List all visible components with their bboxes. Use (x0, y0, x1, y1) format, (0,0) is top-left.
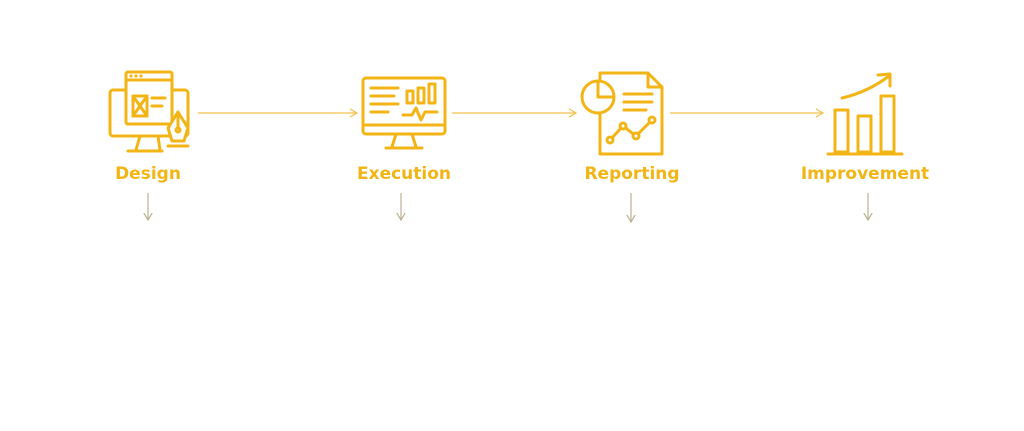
step-label-execution: Execution (356, 164, 452, 184)
browser-dot (139, 74, 143, 78)
step-label-design: Design (115, 164, 181, 184)
step-label-improvement: Improvement (800, 164, 930, 184)
browser-dot (134, 74, 138, 78)
monitor-dashboard-icon (361, 76, 447, 150)
web-design-pen-icon (108, 70, 190, 153)
browser-dot (129, 74, 133, 78)
report-document-chart-icon (580, 71, 664, 156)
step-label-reporting: Reporting (584, 164, 680, 184)
growth-bar-chart-icon (826, 72, 904, 156)
